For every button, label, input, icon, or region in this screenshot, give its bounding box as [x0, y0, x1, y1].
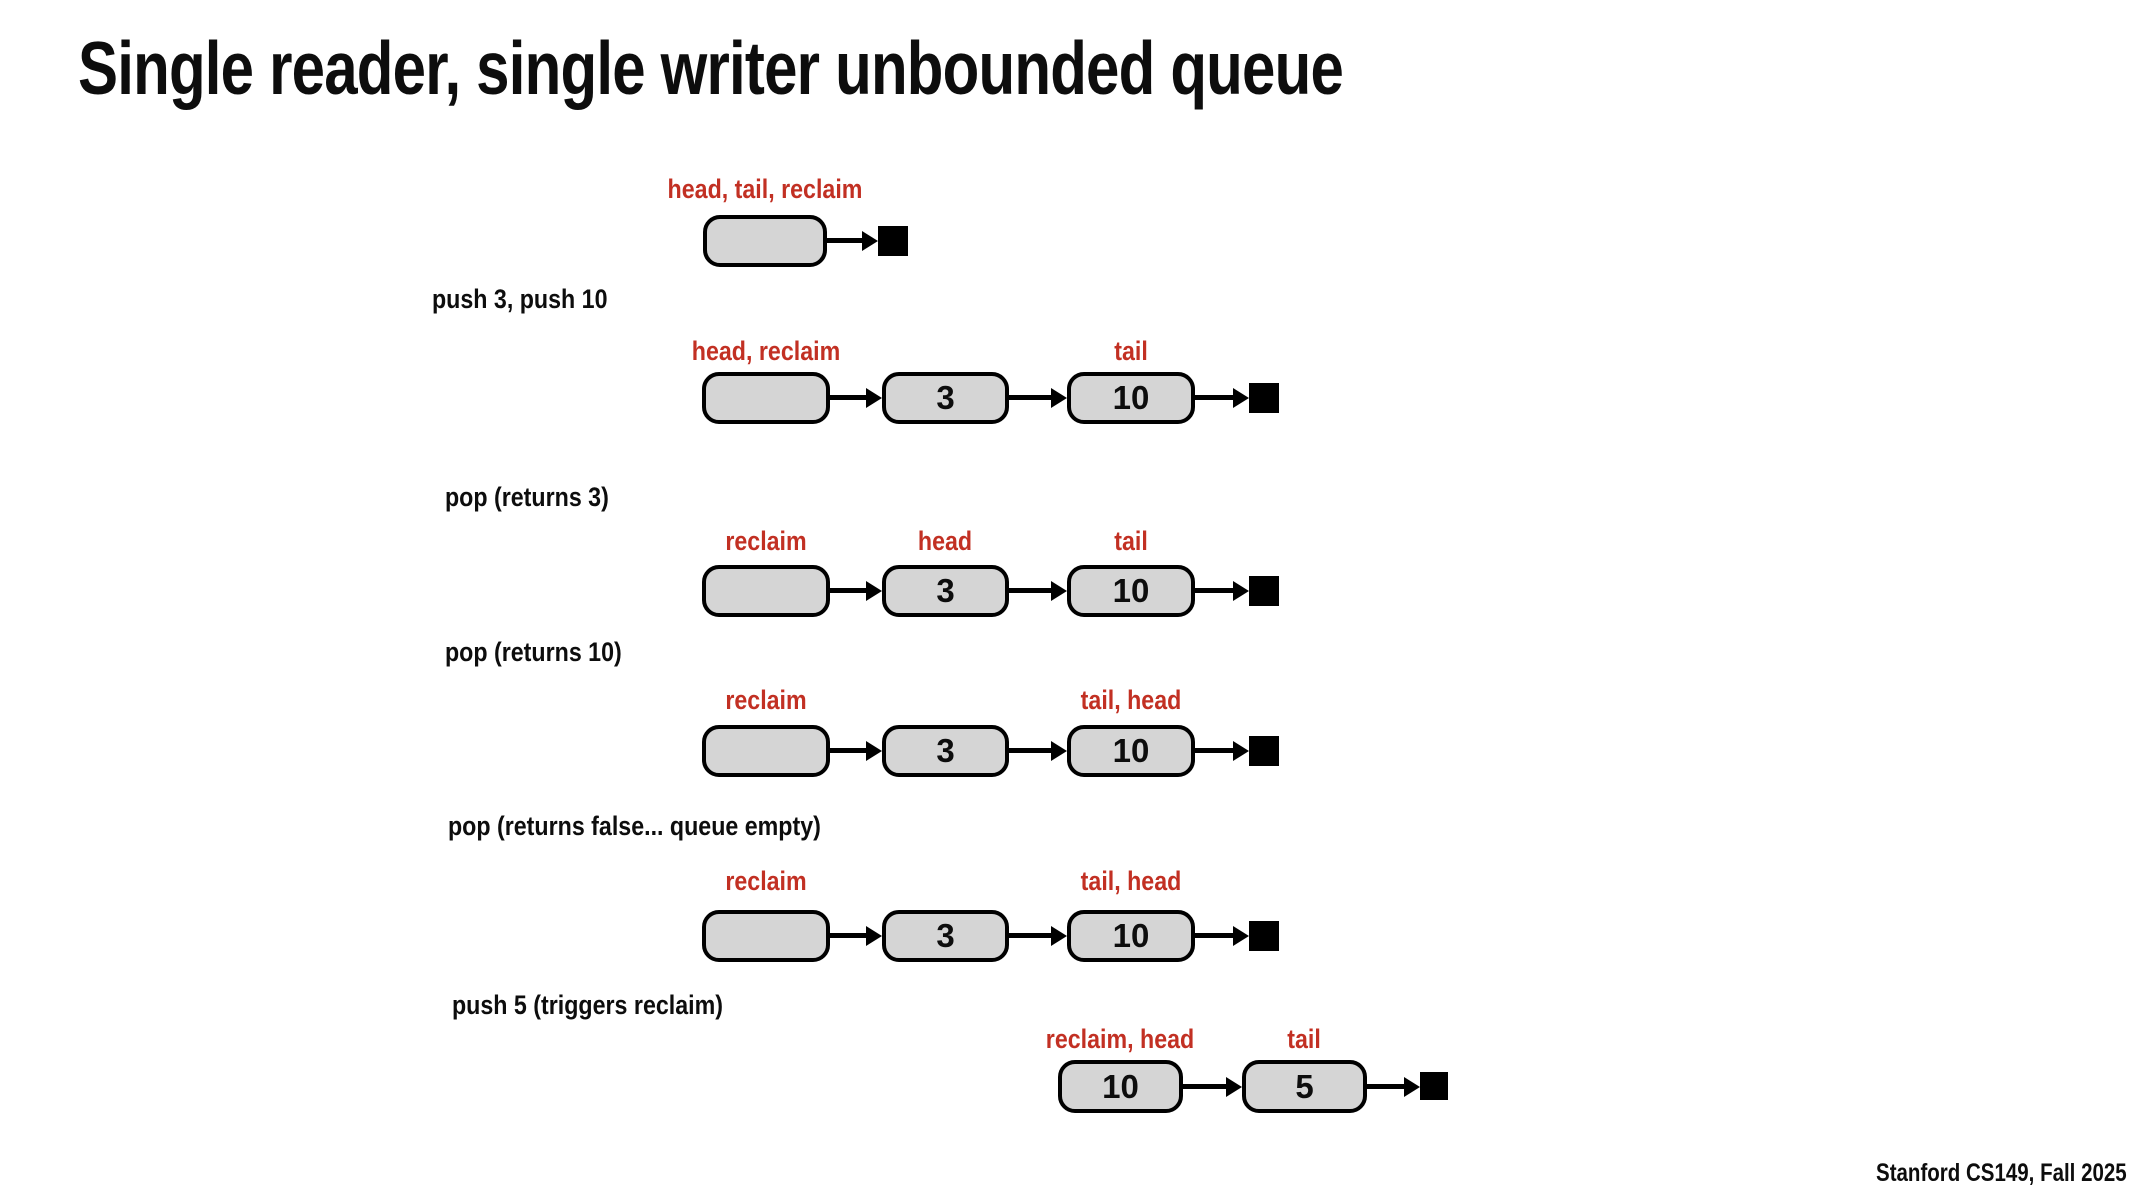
pointer-label: reclaim, head — [1045, 1024, 1195, 1054]
pointer-label: head — [917, 526, 973, 556]
next-pointer-arrow-icon — [1195, 933, 1234, 938]
next-pointer-arrow-icon — [830, 748, 867, 753]
queue-node: 3 — [882, 910, 1009, 962]
next-pointer-arrow-icon — [1009, 933, 1052, 938]
operation-label: pop (returns 3) — [445, 482, 609, 512]
operation-label: push 5 (triggers reclaim) — [452, 990, 723, 1020]
next-pointer-arrow-icon — [830, 933, 867, 938]
queue-node: 3 — [882, 565, 1009, 617]
operation-label: pop (returns false... queue empty) — [448, 811, 821, 841]
queue-node: 3 — [882, 372, 1009, 424]
null-terminator-icon — [1249, 921, 1279, 951]
null-terminator-icon — [1420, 1072, 1448, 1100]
queue-node: 5 — [1242, 1060, 1367, 1113]
queue-node: 10 — [1067, 372, 1195, 424]
pointer-label: tail — [1287, 1024, 1321, 1054]
next-pointer-arrow-icon — [1195, 395, 1234, 400]
next-pointer-arrow-icon — [830, 395, 867, 400]
next-pointer-arrow-icon — [830, 588, 867, 593]
pointer-label: head, reclaim — [691, 336, 841, 366]
queue-node: 10 — [1058, 1060, 1183, 1113]
queue-node: 10 — [1067, 725, 1195, 777]
queue-node — [702, 725, 830, 777]
pointer-label: tail — [1114, 336, 1148, 366]
operation-label: push 3, push 10 — [432, 284, 608, 314]
next-pointer-arrow-icon — [1009, 588, 1052, 593]
queue-node — [702, 565, 830, 617]
pointer-label: reclaim — [725, 526, 807, 556]
next-pointer-arrow-icon — [827, 238, 863, 243]
next-pointer-arrow-icon — [1367, 1084, 1405, 1089]
next-pointer-arrow-icon — [1009, 395, 1052, 400]
null-terminator-icon — [1249, 736, 1279, 766]
queue-node: 10 — [1067, 910, 1195, 962]
operation-label: pop (returns 10) — [445, 637, 622, 667]
next-pointer-arrow-icon — [1009, 748, 1052, 753]
slide-title: Single reader, single writer unbounded q… — [78, 26, 1344, 110]
next-pointer-arrow-icon — [1195, 588, 1234, 593]
pointer-label: tail, head — [1080, 685, 1182, 715]
null-terminator-icon — [878, 226, 908, 256]
null-terminator-icon — [1249, 383, 1279, 413]
queue-node — [702, 910, 830, 962]
pointer-label: reclaim — [725, 866, 807, 896]
pointer-label: reclaim — [725, 685, 807, 715]
next-pointer-arrow-icon — [1195, 748, 1234, 753]
pointer-label: head, tail, reclaim — [667, 174, 863, 204]
queue-node — [703, 215, 827, 267]
pointer-label: tail, head — [1080, 866, 1182, 896]
queue-node — [702, 372, 830, 424]
queue-node: 10 — [1067, 565, 1195, 617]
next-pointer-arrow-icon — [1183, 1084, 1227, 1089]
queue-node: 3 — [882, 725, 1009, 777]
null-terminator-icon — [1249, 576, 1279, 606]
footer-credit: Stanford CS149, Fall 2025 — [1876, 1159, 2127, 1187]
pointer-label: tail — [1114, 526, 1148, 556]
